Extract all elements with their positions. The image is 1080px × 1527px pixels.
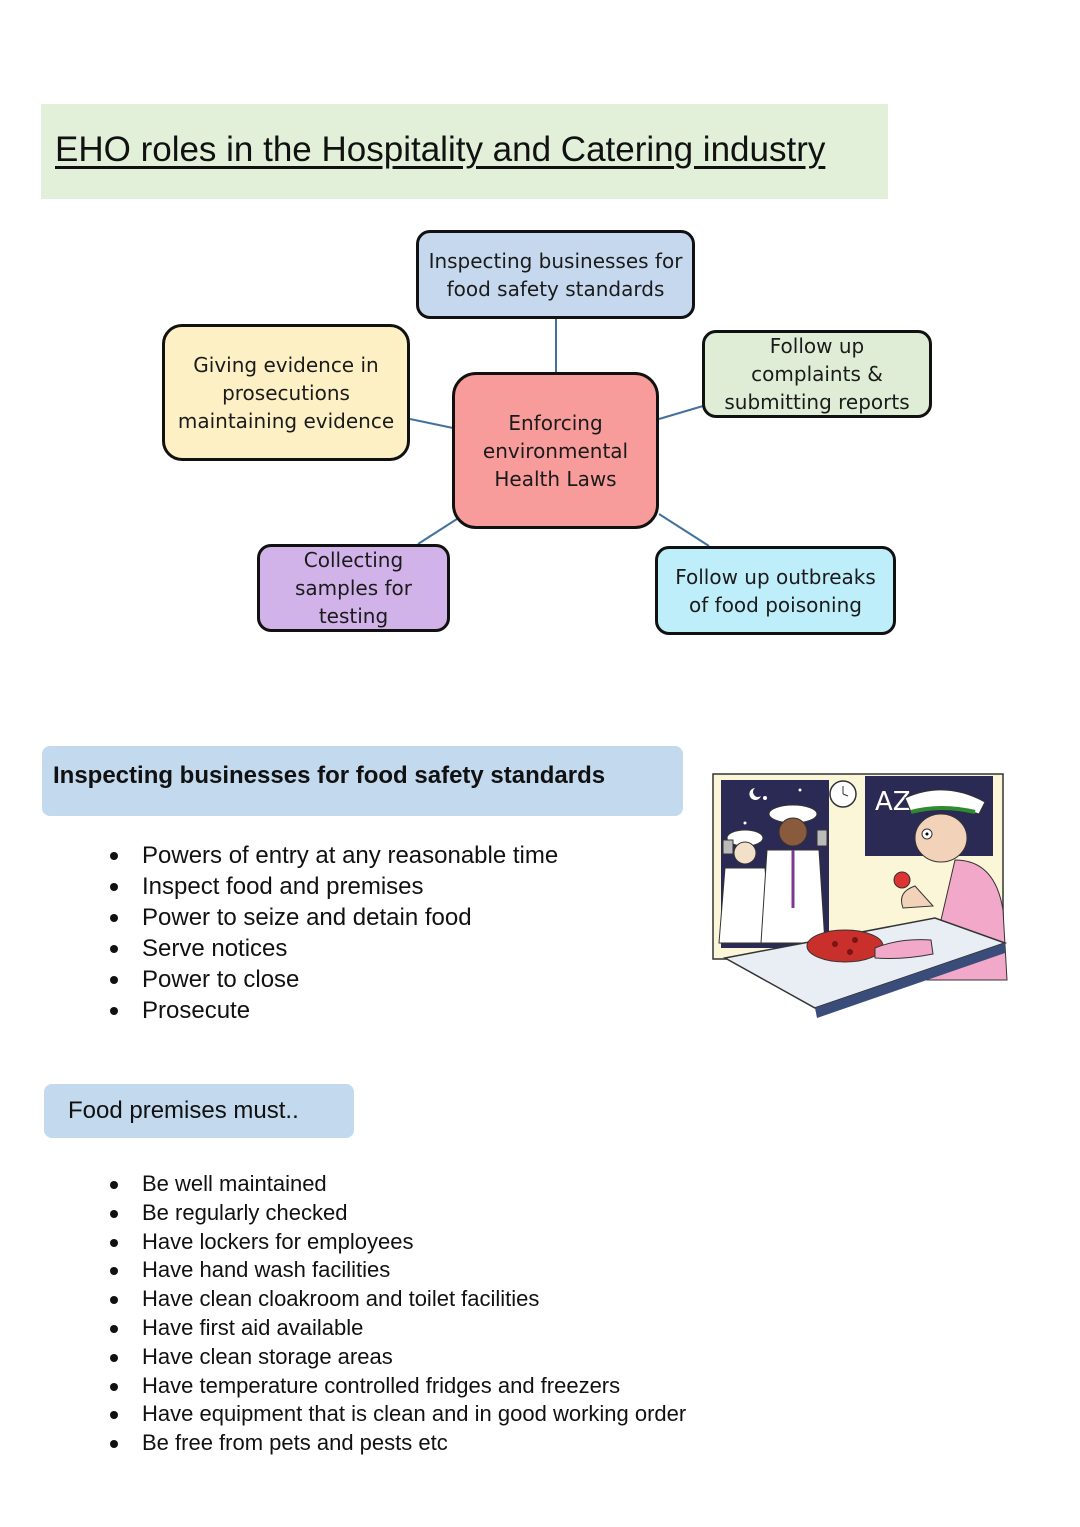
mindmap-node-samples: Collecting samples for testing xyxy=(257,544,450,632)
list-item: Have equipment that is clean and in good… xyxy=(110,1400,686,1429)
mindmap-node-center: Enforcing environmental Health Laws xyxy=(452,372,659,529)
list-item: Power to close xyxy=(110,964,558,995)
list-item: Be free from pets and pests etc xyxy=(110,1429,686,1458)
pizza-inspection-illustration: AZ xyxy=(705,768,1015,1018)
connector-bottom-left xyxy=(417,518,458,545)
list-item: Have hand wash facilities xyxy=(110,1256,686,1285)
list-item: Serve notices xyxy=(110,933,558,964)
list-item: Powers of entry at any reasonable time xyxy=(110,840,558,871)
list-item: Prosecute xyxy=(110,995,558,1026)
list-item: Power to seize and detain food xyxy=(110,902,558,933)
connector-left xyxy=(409,418,454,429)
mindmap-node-evidence: Giving evidence in prosecutions maintain… xyxy=(162,324,410,461)
inspecting-section-header: Inspecting businesses for food safety st… xyxy=(42,746,683,816)
sign-text: AZ xyxy=(875,787,911,817)
list-item: Inspect food and premises xyxy=(110,871,558,902)
list-item: Have clean storage areas xyxy=(110,1343,686,1372)
list-item: Have clean cloakroom and toilet faciliti… xyxy=(110,1285,686,1314)
list-item: Have first aid available xyxy=(110,1314,686,1343)
premises-section-header: Food premises must.. xyxy=(44,1084,354,1138)
mindmap-node-complaints: Follow up complaints & submitting report… xyxy=(702,330,932,418)
mindmap-connectors xyxy=(409,319,710,547)
list-item: Be regularly checked xyxy=(110,1199,686,1228)
powers-list: Powers of entry at any reasonable time I… xyxy=(110,840,558,1026)
mindmap-node-inspecting: Inspecting businesses for food safety st… xyxy=(416,230,695,319)
title-banner: EHO roles in the Hospitality and Caterin… xyxy=(41,104,888,199)
premises-list: Be well maintained Be regularly checked … xyxy=(110,1170,686,1458)
list-item: Have lockers for employees xyxy=(110,1228,686,1257)
inspecting-heading: Inspecting businesses for food safety st… xyxy=(53,762,606,789)
premises-heading: Food premises must.. xyxy=(68,1097,299,1124)
list-item: Be well maintained xyxy=(110,1170,686,1199)
list-item: Have temperature controlled fridges and … xyxy=(110,1372,686,1401)
connector-right xyxy=(658,405,704,420)
connector-bottom-right xyxy=(658,513,710,547)
page-title: EHO roles in the Hospitality and Caterin… xyxy=(55,130,826,169)
mindmap-node-outbreaks: Follow up outbreaks of food poisoning xyxy=(655,546,896,635)
